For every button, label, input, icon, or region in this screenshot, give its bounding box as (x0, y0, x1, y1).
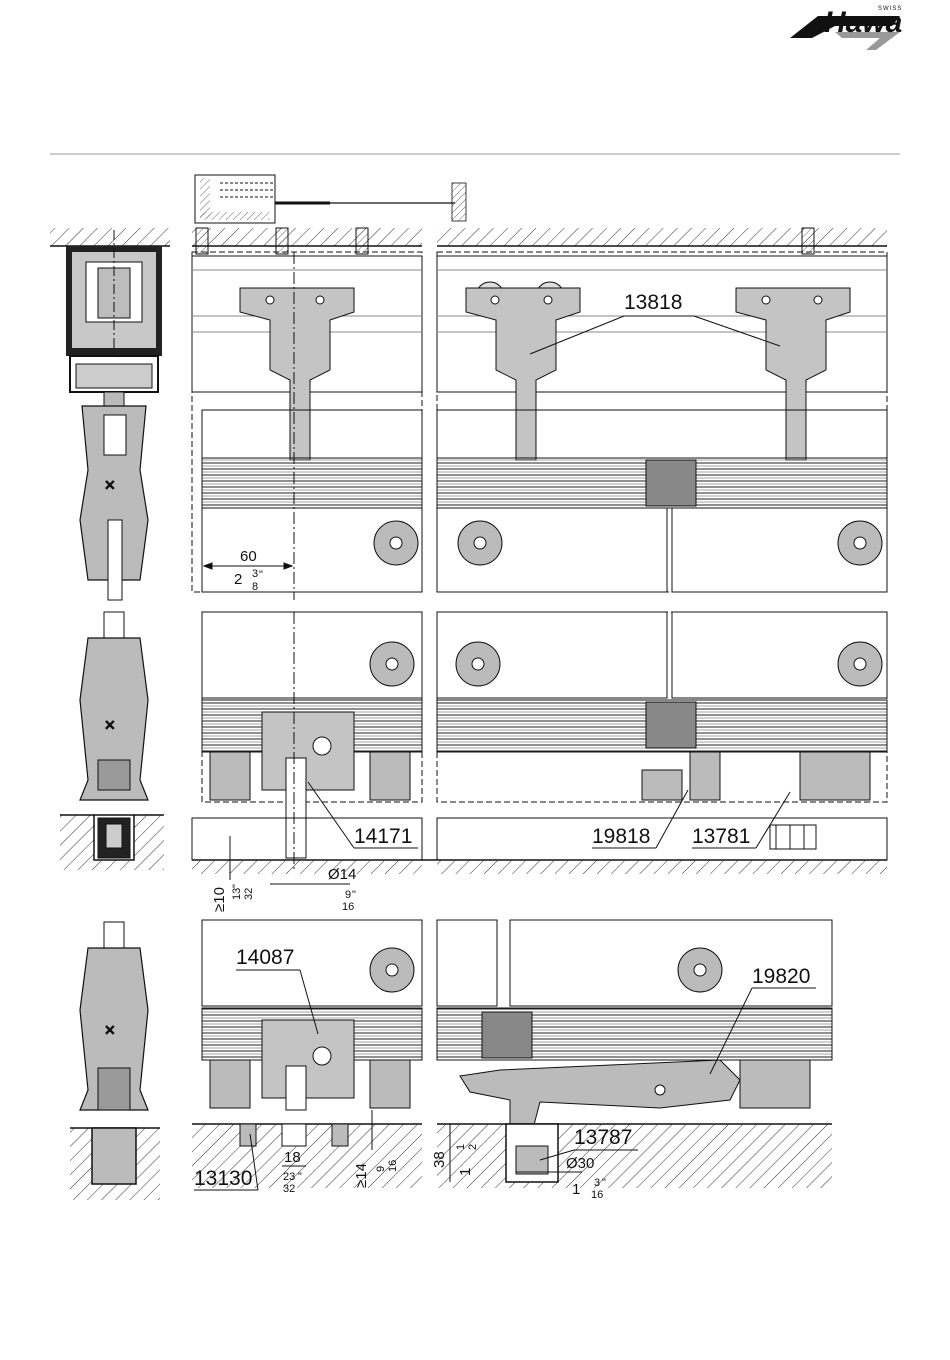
dim-10-in-mark: " (231, 884, 243, 888)
dim-60-in-den: 8 (252, 581, 258, 593)
label-13787: 13787 (574, 1126, 632, 1149)
svg-text:✕: ✕ (104, 717, 116, 733)
label-14087: 14087 (236, 946, 294, 969)
dim-14b-in-den: 16 (387, 1160, 399, 1172)
dim-18-mm: 18 (284, 1149, 301, 1166)
dim-14-in-mark: " (352, 889, 356, 901)
row2-panels (192, 612, 887, 874)
dim-10-mm: ≥10 (211, 887, 228, 912)
left-section-middle: ✕ (60, 612, 164, 870)
leader-14171 (308, 782, 354, 848)
plan-view (195, 175, 466, 223)
dim-30-in-mark: " (602, 1177, 606, 1189)
dim-30-in-num: 3 (594, 1177, 600, 1189)
dim-60-in-num: 3 (252, 568, 258, 580)
dim-60-mm: 60 (240, 548, 257, 565)
dim-14-in-num: 9 (345, 889, 351, 901)
logo-tag: SWISS (878, 6, 902, 12)
dim-14-in-den: 16 (342, 901, 354, 913)
dim-60-in-mark: " (259, 569, 263, 581)
dim-30-dia: Ø30 (566, 1155, 594, 1172)
svg-text:✕: ✕ (104, 477, 116, 493)
left-section-top: ✕ (50, 228, 170, 600)
left-section-bottom: ✕ (70, 922, 160, 1200)
dim-18-in-den: 32 (283, 1183, 295, 1195)
dim-10-in-den: 32 (243, 888, 255, 900)
hawa-logo: Hawa SWISS (790, 6, 902, 50)
label-13781: 13781 (692, 825, 750, 848)
row1-panels (192, 228, 887, 600)
dim-14b-in-num: 9 (375, 1166, 387, 1172)
dim-14-mm: ≥14 (353, 1163, 370, 1188)
dim-38-mm: 38 (431, 1151, 448, 1168)
label-19820: 19820 (752, 965, 810, 988)
leader-13818 (530, 316, 780, 354)
dim-30-in-whole: 1 (572, 1181, 580, 1198)
dim-30-in-den: 16 (591, 1189, 603, 1201)
label-13818: 13818 (624, 291, 682, 314)
label-14171: 14171 (354, 825, 412, 848)
dim-18-in-num: 23 (283, 1171, 295, 1183)
dim-38-in-num: 1 (455, 1144, 467, 1150)
dim-38-in-den: 2 (467, 1144, 479, 1150)
dim-14-dia: Ø14 (328, 866, 356, 883)
svg-text:✕: ✕ (104, 1022, 116, 1038)
label-13130: 13130 (194, 1167, 252, 1190)
dim-60-in-whole: 2 (234, 571, 242, 588)
dim-10-in-num: 13 (231, 888, 243, 900)
ceiling (192, 228, 887, 246)
label-19818: 19818 (592, 825, 650, 848)
dim-38-in-whole: 1 (457, 1168, 474, 1176)
dim-18-in-mark: " (298, 1171, 302, 1183)
